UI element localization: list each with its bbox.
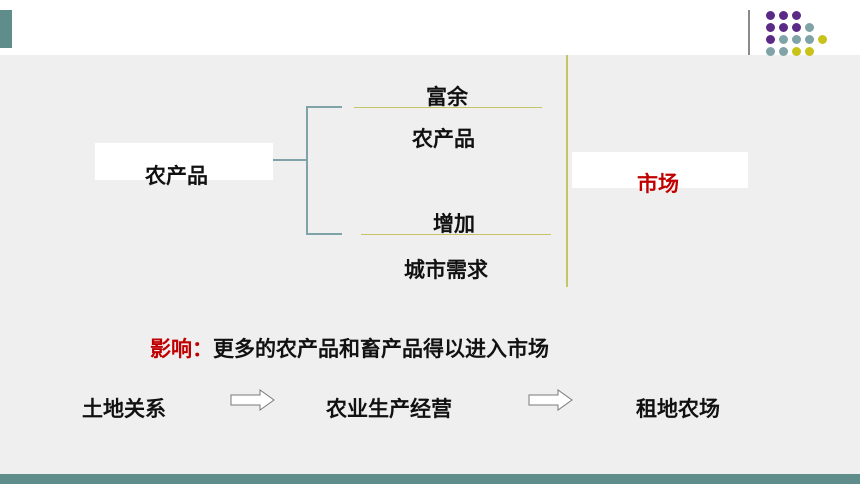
- flow-step-2: 农业生产经营: [326, 397, 452, 421]
- dot: [766, 47, 775, 56]
- flow-step-3: 租地农场: [636, 397, 720, 421]
- target-box: [572, 152, 748, 188]
- source-label: 农产品: [145, 164, 208, 188]
- dot: [792, 11, 801, 20]
- slide-header: [0, 0, 860, 55]
- impact-prefix: 影响：: [150, 337, 213, 361]
- header-divider: [748, 10, 750, 55]
- right-arrow-icon: [230, 389, 275, 411]
- upper-label-line2: 农产品: [412, 127, 475, 151]
- dot: [766, 23, 775, 32]
- impact-line: 影响：更多的农产品和畜产品得以进入市场: [150, 339, 549, 360]
- lower-label-line1: 增加: [433, 212, 475, 236]
- connector-lower-branch: [306, 233, 342, 235]
- dot: [792, 23, 801, 32]
- decorative-dots-logo: [766, 11, 846, 56]
- source-box: [95, 143, 273, 180]
- dot: [766, 11, 775, 20]
- dot: [766, 35, 775, 44]
- connector-vertical: [306, 106, 308, 235]
- vertical-separator: [566, 55, 568, 287]
- dot: [779, 23, 788, 32]
- dot: [779, 11, 788, 20]
- upper-divider-line: [354, 107, 542, 108]
- dot: [792, 35, 801, 44]
- dot: [805, 23, 814, 32]
- dot: [818, 35, 827, 44]
- connector-upper-branch: [306, 106, 342, 108]
- dot: [792, 47, 801, 56]
- dot: [779, 35, 788, 44]
- lower-divider-line: [361, 234, 551, 235]
- header-accent-tab: [0, 10, 12, 48]
- target-label: 市场: [637, 172, 679, 196]
- lower-label-line2: 城市需求: [404, 258, 488, 282]
- flow-step-1: 土地关系: [82, 397, 166, 421]
- impact-text: 更多的农产品和畜产品得以进入市场: [213, 337, 549, 361]
- upper-label-line1: 富余: [426, 85, 468, 109]
- dot: [805, 47, 814, 56]
- bottom-accent-bar: [0, 474, 860, 484]
- dot: [779, 47, 788, 56]
- dot: [805, 35, 814, 44]
- connector-stem: [273, 159, 306, 161]
- right-arrow-icon: [528, 389, 573, 411]
